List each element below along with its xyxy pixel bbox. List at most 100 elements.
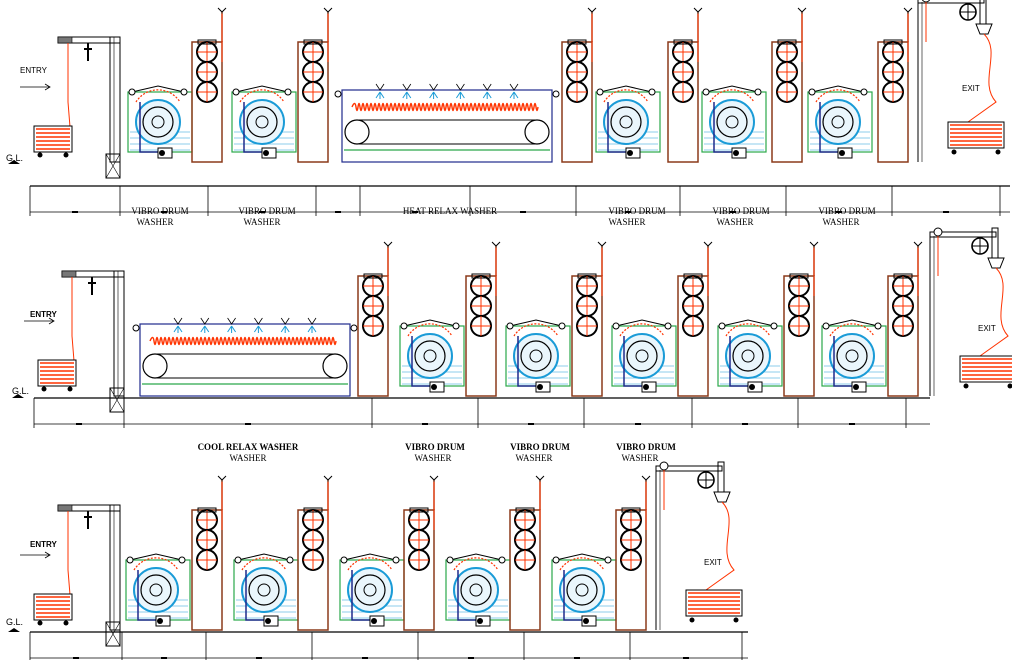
entry-label-row3: ENTRY [30,540,57,549]
vibro-drum-washer [127,85,193,159]
arrow-icon [217,475,227,481]
exit-label-row2: EXIT [978,324,996,333]
arrow-icon [703,241,713,247]
plaiter-beam [929,231,997,238]
base-drive [105,621,121,647]
spray-nozzle-icon [227,317,236,325]
exit-fabric [979,267,1009,357]
exit-fabric [705,501,735,591]
exit-station [655,461,743,630]
gantry-post [109,504,121,631]
arrow-icon [641,475,651,481]
relax-washer [334,83,560,163]
vibro-drum-washer [505,319,571,393]
relaxed-fabric [149,336,337,346]
exit-truck [947,121,1005,149]
entry-label-row2: ENTRY [30,310,57,319]
exit-fabric [967,33,997,123]
vibro-drum-washer [231,85,297,159]
squeeze-mangle [561,7,597,163]
entry-arrow-icon [20,83,51,91]
conveyor-roller [524,119,550,145]
squeeze-mangle [465,241,501,397]
fabric-truck [33,125,73,153]
arrow-icon [913,241,923,247]
arrow-icon [217,7,227,13]
plaiter-head [987,257,1005,269]
vibro-drum-washer [717,319,783,393]
squeeze-mangle [615,475,651,631]
exit-label-row1: EXIT [962,84,980,93]
arrow-icon [597,241,607,247]
gantry-post [113,270,125,397]
arrow-icon [797,7,807,13]
exit-truck [685,589,743,617]
ground-level-icon [12,394,24,398]
plaiter-head [975,23,993,35]
gantry-hook [84,511,92,529]
plaiter-beam [917,0,985,4]
conveyor-roller [344,119,370,145]
spray-nozzle-icon [307,317,317,325]
gl-label-row1: G.L. [6,153,24,163]
plaiter-beam [655,465,723,472]
spray-nozzle-icon [456,83,465,91]
arrow-icon [429,475,439,481]
squeeze-mangle [297,475,333,631]
vibro-drum-washer [551,553,617,627]
squeeze-mangle [191,7,227,163]
exit-truck [959,355,1012,383]
squeeze-mangle [877,7,913,163]
ground-line [29,185,1010,216]
arrow-icon [535,475,545,481]
squeeze-mangle [771,7,807,163]
vibro-drum-washer [807,85,873,159]
exit-station [917,0,1005,162]
spray-nozzle-icon [375,83,385,91]
relaxed-fabric [351,102,539,112]
arrow-icon [323,7,333,13]
gantry-hook [88,277,96,295]
arrow-icon [491,241,501,247]
squeeze-mangle [783,241,819,397]
vibro-drum-washer [701,85,767,159]
squeeze-mangle [191,475,227,631]
spray-nozzle-icon [429,83,438,91]
squeeze-mangle [297,7,333,163]
base-drive [105,153,121,179]
spray-nozzle-icon [509,83,519,91]
entry-fabric [71,277,75,362]
gantry-post [109,36,121,163]
vibro-drum-washer [233,553,299,627]
ground-line [33,397,930,428]
spray-nozzle-icon [254,317,263,325]
spray-nozzle-icon [482,83,492,91]
entry-station [12,270,125,413]
vibro-drum-washer [399,319,465,393]
squeeze-mangle [571,241,607,397]
entry-station [8,504,121,647]
entry-station [8,36,121,179]
entry-label-row1: ENTRY [20,66,47,75]
squeeze-mangle [357,241,393,397]
vibro-drum-washer [611,319,677,393]
spray-nozzle-icon [173,317,183,325]
gl-label-row3: G.L. [6,617,24,627]
entry-arrow-icon [24,317,55,325]
vibro-drum-washer [595,85,661,159]
exit-station [929,227,1012,396]
relax-washer [132,317,358,397]
conveyor-roller [322,353,348,379]
squeeze-mangle [403,475,439,631]
squeeze-mangle [509,475,545,631]
arrow-icon [903,7,913,13]
fabric-truck [37,359,77,387]
